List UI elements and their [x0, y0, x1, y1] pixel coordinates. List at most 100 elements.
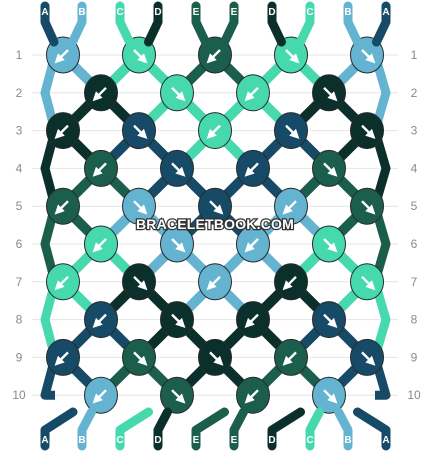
row-label-right: 1 [411, 48, 418, 62]
strand-end [115, 1, 134, 47]
knot [160, 74, 194, 112]
knot [84, 376, 118, 414]
row-label-left: 9 [16, 350, 23, 364]
knot-arrow-icon [282, 275, 297, 291]
row-label-left: 3 [16, 124, 23, 138]
knot [84, 74, 118, 112]
knot-arrow-icon [323, 162, 338, 177]
row-label-right: 5 [411, 199, 418, 213]
knot [350, 338, 384, 376]
knot-arrow-icon [133, 124, 148, 139]
knot-arrow-icon [206, 275, 221, 291]
knot-arrow-icon [54, 49, 69, 64]
strand-label: A [41, 435, 48, 446]
strand-label: A [382, 7, 389, 18]
knot [84, 225, 118, 263]
strand-end [372, 1, 391, 47]
knot [46, 187, 80, 225]
strand-end [40, 1, 59, 47]
row-label-right: 10 [407, 388, 421, 402]
knot-arrow-icon [171, 389, 186, 404]
strand-label: E [231, 435, 238, 446]
knot [46, 112, 80, 150]
knot-arrow-icon [323, 86, 338, 102]
knot [274, 263, 308, 301]
knot [198, 263, 232, 301]
knot [46, 263, 80, 301]
knot [122, 187, 156, 225]
strand-end [191, 407, 229, 451]
strand-end [296, 1, 315, 47]
strand-label: A [41, 7, 48, 18]
knot-arrow-icon [206, 124, 221, 139]
knot [274, 112, 308, 150]
knot-arrow-icon [92, 313, 107, 328]
knot [350, 112, 384, 150]
knot-arrow-icon [285, 124, 300, 139]
row-label-left: 4 [16, 161, 23, 175]
knot-arrow-icon [133, 49, 148, 64]
strand-label: D [268, 7, 275, 18]
knot-grid [46, 36, 384, 414]
knot-arrow-icon [323, 389, 338, 404]
strand-end [343, 1, 362, 47]
row-label-right: 8 [411, 313, 418, 327]
strand-label: E [193, 435, 200, 446]
knot-arrow-icon [244, 162, 259, 177]
knot [274, 338, 308, 376]
strand-end [115, 407, 153, 451]
knot-arrow-icon [361, 275, 376, 291]
knot-arrow-icon [282, 200, 297, 215]
knot-arrow-icon [244, 389, 259, 404]
knot [274, 187, 308, 225]
knot-arrow-icon [171, 238, 186, 253]
knot-arrow-icon [361, 200, 376, 215]
strand-end [267, 407, 305, 451]
row-label-left: 10 [12, 388, 26, 402]
knot [350, 263, 384, 301]
strand-label: B [78, 7, 85, 18]
knot-arrow-icon [54, 200, 69, 215]
knot [122, 112, 156, 150]
knot [122, 338, 156, 376]
strand-label: B [78, 435, 85, 446]
knot-arrow-icon [323, 238, 338, 253]
strand-end [191, 1, 210, 47]
strand-label: E [231, 7, 238, 18]
knot-arrow-icon [54, 351, 69, 366]
strand-end [353, 407, 391, 451]
knot [160, 225, 194, 263]
strand-label: B [344, 435, 351, 446]
knot [160, 301, 194, 339]
row-label-left: 8 [16, 313, 23, 327]
watermark: BRACELETBOOK.COM [136, 216, 294, 232]
knot-arrow-icon [171, 162, 186, 177]
strand-label: D [268, 435, 275, 446]
knot [84, 149, 118, 187]
knot-arrow-icon [54, 275, 69, 291]
strand-label: D [154, 435, 161, 446]
strand-label: A [382, 435, 389, 446]
knot [350, 187, 384, 225]
knot [236, 74, 270, 112]
knot-arrow-icon [244, 313, 259, 328]
knot [312, 74, 346, 112]
knot-arrow-icon [285, 49, 300, 64]
knot [84, 301, 118, 339]
knot-arrow-icon [361, 124, 376, 139]
knot-arrow-icon [244, 86, 259, 102]
knot-arrow-icon [171, 86, 186, 102]
knot-arrow-icon [92, 162, 107, 177]
row-label-left: 6 [16, 237, 23, 251]
knot-arrow-icon [171, 313, 186, 328]
strand-label: B [344, 7, 351, 18]
strand-end [229, 407, 248, 451]
strand-end [40, 407, 78, 451]
strand-label: C [116, 435, 123, 446]
knot [46, 338, 80, 376]
strand-end [305, 407, 324, 451]
strand-label: C [116, 7, 123, 18]
knot [160, 376, 194, 414]
